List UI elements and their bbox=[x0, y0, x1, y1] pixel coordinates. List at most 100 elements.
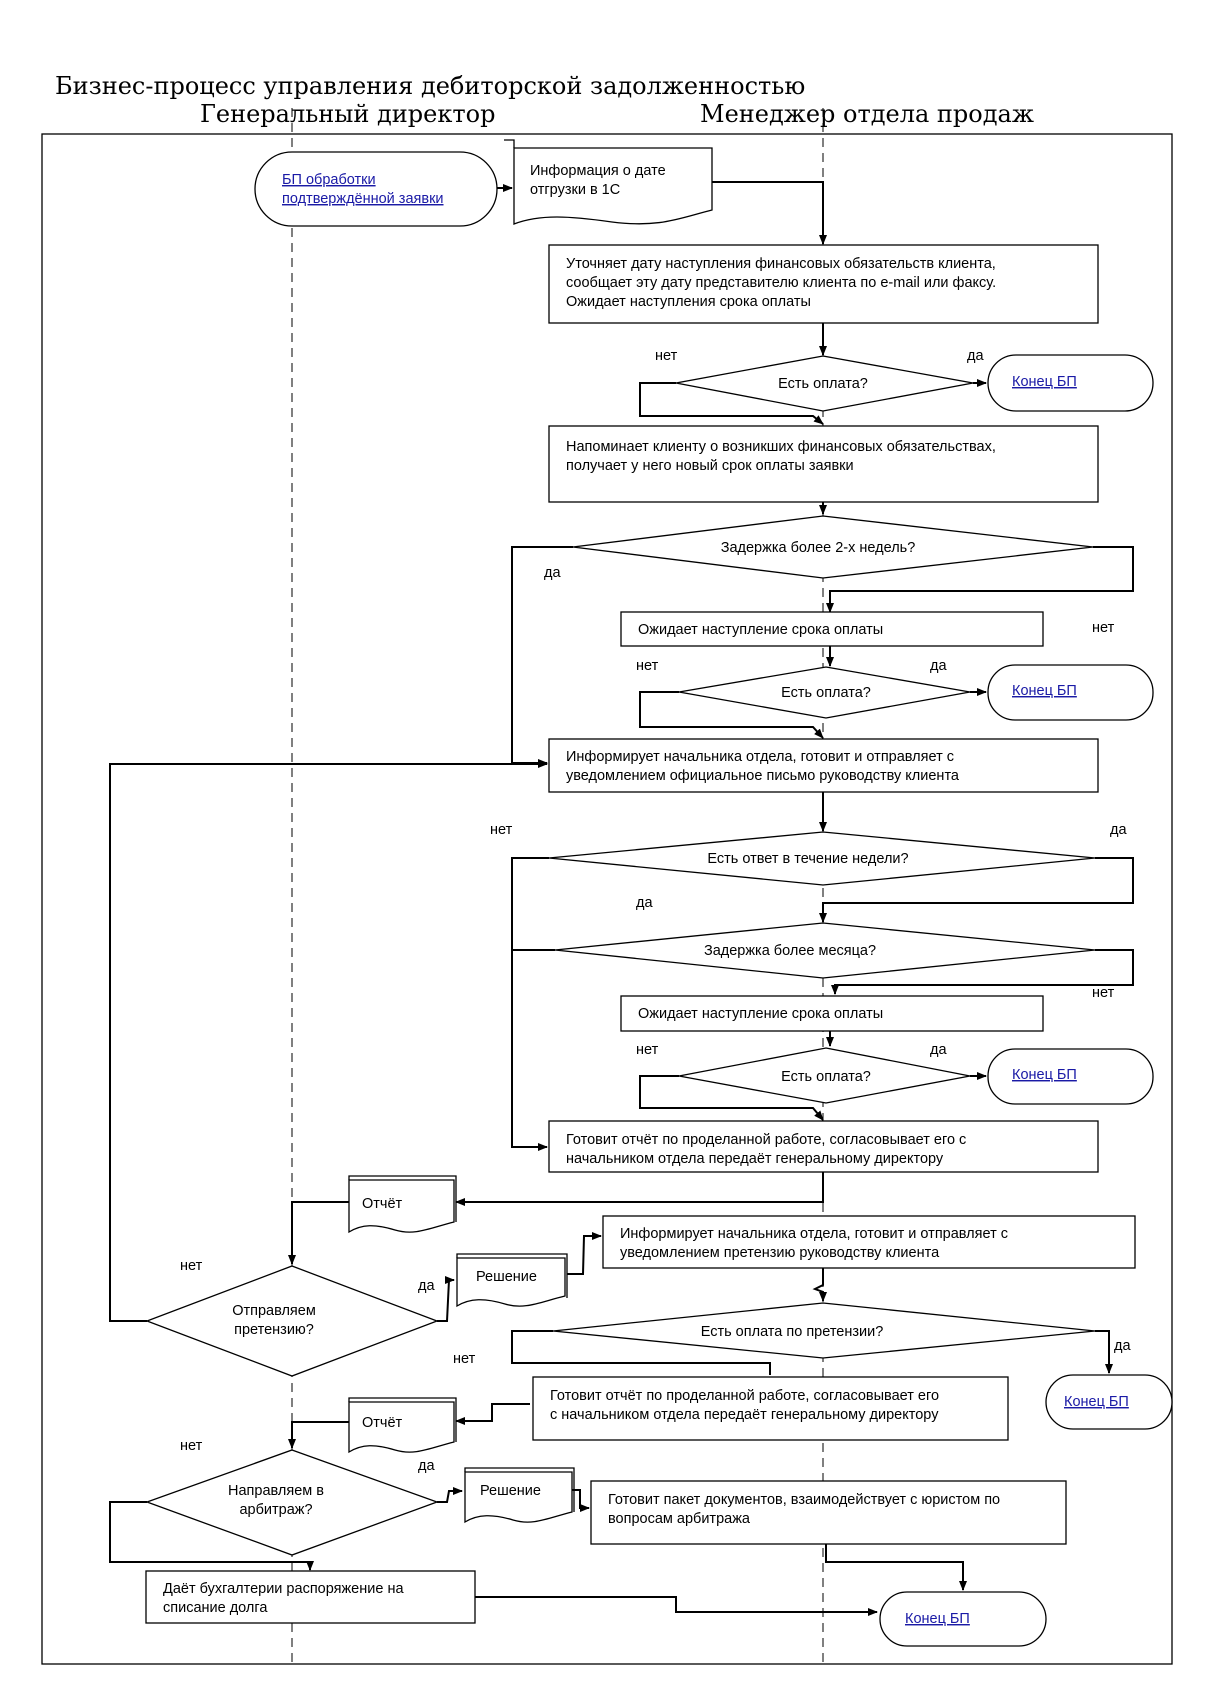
edges bbox=[109, 181, 1134, 1616]
edge-claim-payment-no bbox=[511, 1330, 771, 1375]
process-writeoff-line1: Даёт бухгалтерии распоряжение на bbox=[163, 1581, 404, 1597]
edge-info-to-clarify bbox=[712, 181, 827, 245]
decision-answer-week-label: Есть ответ в течение недели? bbox=[707, 851, 908, 867]
process-report-1-line1: Готовит отчёт по проделанной работе, сог… bbox=[566, 1132, 966, 1148]
edge-payment2-no bbox=[639, 691, 824, 739]
lane-header-director: Генеральный директор bbox=[200, 100, 495, 128]
edge-doc-report2-to-arbitration bbox=[288, 1421, 349, 1449]
label-payment-3-yes: да bbox=[930, 1042, 947, 1058]
decision-delay-month: Задержка более месяца? bbox=[554, 922, 1096, 979]
decision-delay-2-weeks-label: Задержка более 2-х недель? bbox=[721, 540, 916, 556]
edge-claim-payment-yes bbox=[1095, 1330, 1113, 1374]
end-terminator-5[interactable]: Конец БП bbox=[879, 1591, 1047, 1647]
doc-decision-1-label: Решение bbox=[476, 1269, 537, 1285]
process-report-2-line2: с начальником отдела передаёт генерально… bbox=[550, 1407, 939, 1423]
process-remind-line2: получает у него новый срок оплаты заявки bbox=[566, 458, 854, 474]
decision-send-claim-line1: Отправляем bbox=[232, 1303, 316, 1319]
process-clarify-date: Уточняет дату наступления финансовых обя… bbox=[548, 244, 1099, 324]
decision-payment-2-label: Есть оплата? bbox=[781, 685, 871, 701]
edge-report2-to-doc bbox=[455, 1403, 530, 1425]
process-inform-letter: Информирует начальника отдела, готовит и… bbox=[548, 738, 1099, 793]
edge-delay2w-yes bbox=[511, 546, 573, 767]
doc-decision-1: Решение bbox=[456, 1253, 568, 1308]
edge-claim-no bbox=[109, 760, 548, 1322]
label-answer-yes-2: да bbox=[636, 895, 653, 911]
edge-documents-to-end5 bbox=[825, 1544, 967, 1591]
process-clarify-date-line2: сообщает эту дату представителю клиента … bbox=[566, 275, 996, 291]
process-wait-1: Ожидает наступление срока оплаты bbox=[620, 611, 1044, 647]
edge-decision1-to-inform-claim bbox=[567, 1232, 602, 1275]
end-terminator-4[interactable]: Конец БП bbox=[1045, 1374, 1173, 1430]
decision-arbitration-line1: Направляем в bbox=[228, 1483, 324, 1499]
doc-decision-2-label: Решение bbox=[480, 1483, 541, 1499]
process-inform-claim: Информирует начальника отдела, готовит и… bbox=[602, 1215, 1136, 1269]
process-inform-claim-line1: Информирует начальника отдела, готовит и… bbox=[620, 1226, 1008, 1242]
label-delay-2-weeks-yes: да bbox=[544, 565, 561, 581]
process-wait-2: Ожидает наступление срока оплаты bbox=[620, 995, 1044, 1032]
edge-arbitration-no bbox=[109, 1501, 314, 1571]
edge-claim-yes bbox=[437, 1276, 455, 1322]
process-remind: Напоминает клиенту о возникших финансовы… bbox=[548, 425, 1099, 503]
decision-payment-3-label: Есть оплата? bbox=[781, 1069, 871, 1085]
label-delay-month-no: нет bbox=[1092, 985, 1115, 1001]
start-terminator[interactable]: БП обработки подтверждённой заявки bbox=[254, 151, 498, 227]
edge-delay-month-no bbox=[831, 949, 1134, 995]
process-clarify-date-line1: Уточняет дату наступления финансовых обя… bbox=[566, 256, 996, 272]
end-2-link[interactable]: Конец БП bbox=[1012, 683, 1077, 699]
edge-payment1-no bbox=[639, 382, 824, 425]
label-claim-payment-no: нет bbox=[453, 1351, 476, 1367]
process-wait-2-label: Ожидает наступление срока оплаты bbox=[638, 1006, 883, 1022]
decision-send-claim-line2: претензию? bbox=[234, 1322, 314, 1338]
edge-arbitration-yes bbox=[437, 1487, 463, 1503]
label-payment-1-no: нет bbox=[655, 348, 678, 364]
doc-decision-2: Решение bbox=[464, 1467, 575, 1524]
decision-payment-2: Есть оплата? bbox=[678, 666, 971, 719]
end-terminator-2[interactable]: Конец БП bbox=[987, 664, 1154, 721]
process-inform-letter-line1: Информирует начальника отдела, готовит и… bbox=[566, 749, 954, 765]
end-1-link[interactable]: Конец БП bbox=[1012, 374, 1077, 390]
process-remind-line1: Напоминает клиенту о возникших финансовы… bbox=[566, 439, 996, 455]
label-delay-2-weeks-no: нет bbox=[1092, 620, 1115, 636]
start-link-line1[interactable]: БП обработки bbox=[282, 172, 376, 188]
decision-claim-payment: Есть оплата по претензии? bbox=[552, 1302, 1096, 1359]
label-claim-payment-yes: да bbox=[1114, 1338, 1131, 1354]
decision-payment-1-label: Есть оплата? bbox=[778, 376, 868, 392]
diagram-title: Бизнес-процесс управления дебиторской за… bbox=[55, 72, 805, 100]
diagram-frame bbox=[41, 133, 1173, 1665]
decision-arbitration-line2: арбитраж? bbox=[239, 1502, 312, 1518]
label-arbitration-no: нет bbox=[180, 1438, 203, 1454]
end-5-link[interactable]: Конец БП bbox=[905, 1611, 970, 1627]
decision-delay-month-label: Задержка более месяца? bbox=[704, 943, 876, 959]
label-payment-2-no: нет bbox=[636, 658, 659, 674]
decision-send-claim: Отправляем претензию? bbox=[145, 1265, 439, 1377]
process-wait-1-label: Ожидает наступление срока оплаты bbox=[638, 622, 883, 638]
decision-claim-payment-label: Есть оплата по претензии? bbox=[701, 1324, 884, 1340]
label-payment-3-no: нет bbox=[636, 1042, 659, 1058]
edge-doc-report1-to-claim bbox=[288, 1201, 349, 1265]
doc-shipping-info: Информация о дате отгрузки в 1С bbox=[504, 139, 713, 225]
edge-writeoff-to-end5 bbox=[475, 1596, 878, 1616]
end-4-link[interactable]: Конец БП bbox=[1064, 1394, 1129, 1410]
edge-report1-to-doc bbox=[455, 1172, 824, 1206]
end-terminator-1[interactable]: Конец БП bbox=[987, 354, 1154, 412]
lane-header-manager: Менеджер отдела продаж bbox=[700, 100, 1034, 128]
label-send-claim-no: нет bbox=[180, 1258, 203, 1274]
label-answer-no: нет bbox=[490, 822, 513, 838]
end-3-link[interactable]: Конец БП bbox=[1012, 1067, 1077, 1083]
process-inform-letter-line2: уведомлением официальное письмо руководс… bbox=[566, 768, 960, 784]
edge-delay2w-no bbox=[826, 546, 1134, 613]
label-payment-1-yes: да bbox=[967, 348, 984, 364]
doc-shipping-info-line2: отгрузки в 1С bbox=[530, 182, 620, 198]
decision-payment-1: Есть оплата? bbox=[675, 355, 974, 412]
decision-arbitration: Направляем в арбитраж? bbox=[145, 1449, 439, 1556]
process-writeoff: Даёт бухгалтерии распоряжение на списани… bbox=[145, 1570, 476, 1624]
start-link-line2[interactable]: подтверждённой заявки bbox=[282, 191, 444, 207]
process-documents-line1: Готовит пакет документов, взаимодействуе… bbox=[608, 1492, 1000, 1508]
edge-inform-claim-to-claim-payment bbox=[812, 1268, 827, 1302]
end-terminator-3[interactable]: Конец БП bbox=[987, 1048, 1154, 1105]
label-send-claim-yes: да bbox=[418, 1278, 435, 1294]
doc-shipping-info-line1: Информация о дате bbox=[530, 163, 666, 179]
doc-report-2: Отчёт bbox=[348, 1397, 457, 1454]
label-arbitration-yes: да bbox=[418, 1458, 435, 1474]
